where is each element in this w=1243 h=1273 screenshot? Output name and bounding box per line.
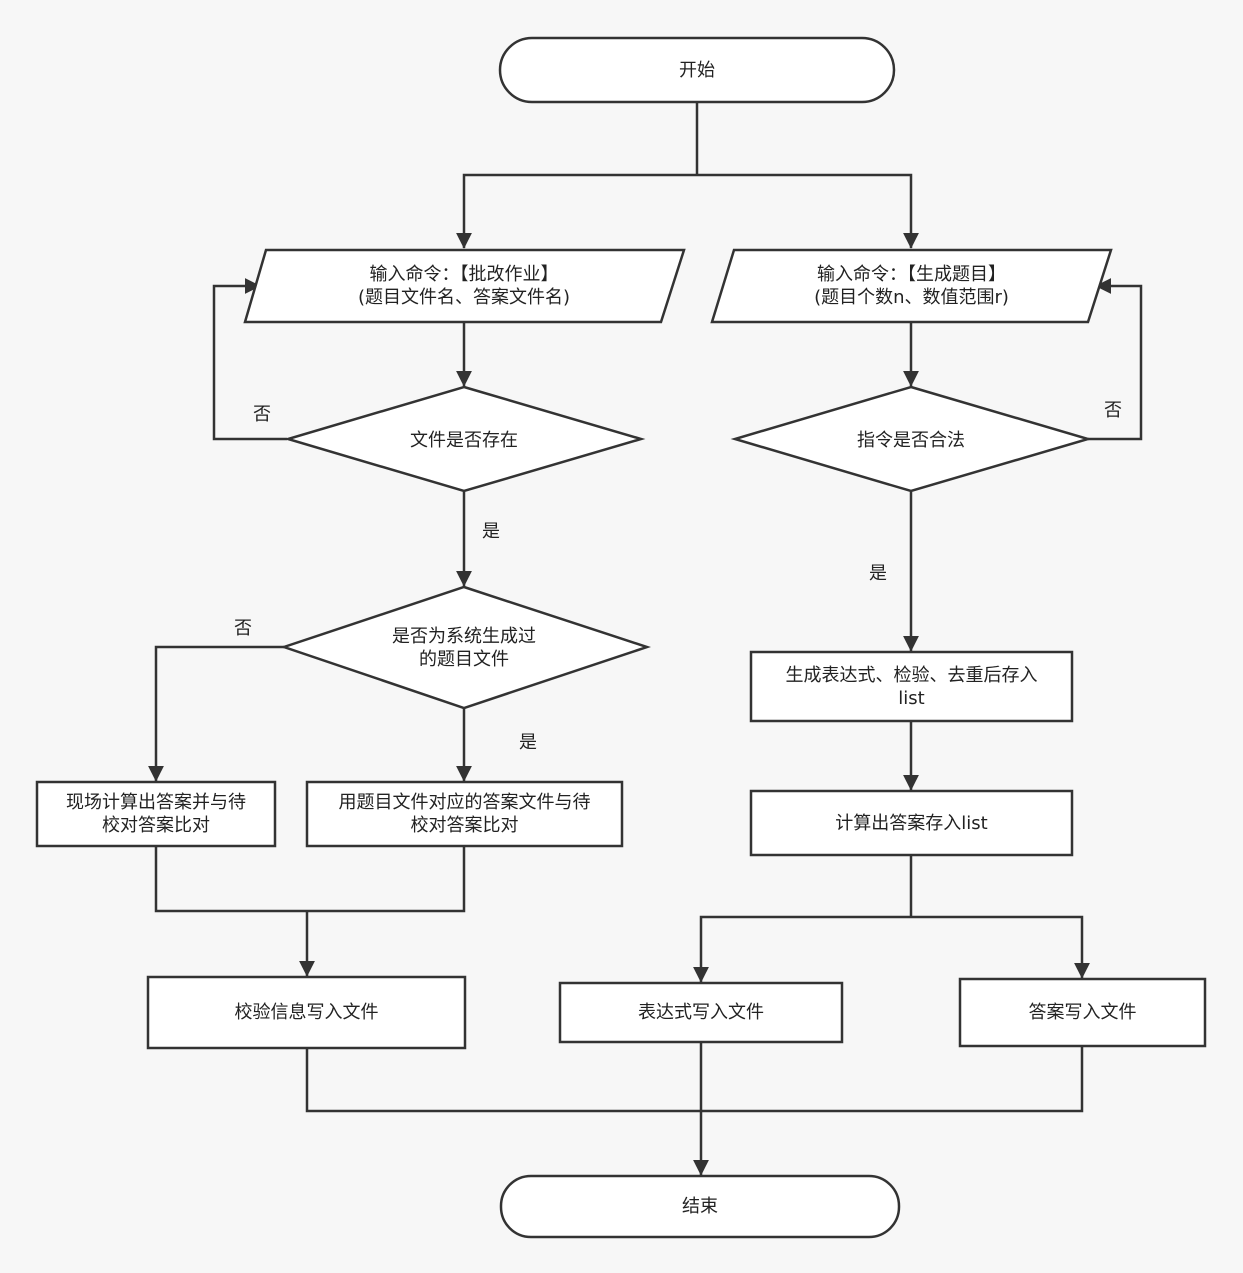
input-grade-label: 输入命令：【批改作业】 (题目文件名、答案文件名) bbox=[255, 250, 673, 322]
start-terminal bbox=[498, 36, 896, 104]
compute-compare-line-2: 校对答案比对 bbox=[102, 815, 210, 836]
end-label: 结束 bbox=[501, 1176, 899, 1237]
file-exists-label: 文件是否存在 bbox=[330, 415, 598, 465]
edge-split-to-input-grade bbox=[456, 173, 697, 249]
start-text: 开始 bbox=[679, 59, 715, 81]
edge-split-to-write-expr bbox=[693, 915, 911, 983]
edge-split-to-write-answer bbox=[911, 915, 1090, 979]
write-expr-label: 表达式写入文件 bbox=[560, 983, 842, 1042]
compute-answers-text: 计算出答案存入list bbox=[835, 812, 988, 834]
compute-answers-label: 计算出答案存入list bbox=[751, 791, 1072, 855]
end-terminal bbox=[499, 1174, 901, 1239]
use-answer-file-box bbox=[305, 780, 624, 848]
use-answer-file-label: 用题目文件对应的答案文件与待 校对答案比对 bbox=[307, 782, 622, 846]
write-answer-text: 答案写入文件 bbox=[1028, 1002, 1137, 1023]
write-check-box bbox=[146, 975, 467, 1050]
generate-expr-line-2: list bbox=[898, 687, 925, 709]
edge-command-valid-no-loop bbox=[1088, 278, 1143, 441]
command-valid-no-label: 否 bbox=[1104, 400, 1122, 421]
write-check-label: 校验信息写入文件 bbox=[148, 977, 465, 1048]
generate-expr-label: 生成表达式、检验、去重后存入 list bbox=[751, 652, 1072, 721]
compute-compare-box bbox=[35, 780, 277, 848]
generated-yes-label: 是 bbox=[519, 732, 537, 753]
nodes bbox=[35, 36, 1207, 1239]
edge-compute-compare-merge bbox=[154, 846, 466, 913]
write-answer-label: 答案写入文件 bbox=[960, 979, 1205, 1046]
compute-answers-box bbox=[749, 789, 1074, 857]
generate-expr-line-1: 生成表达式、检验、去重后存入 bbox=[785, 664, 1038, 686]
generated-by-system-diamond bbox=[280, 585, 651, 710]
edge-generated-no bbox=[148, 645, 284, 782]
end-text: 结束 bbox=[682, 1196, 718, 1217]
input-grade-line-1: 输入命令：【批改作业】 bbox=[369, 264, 559, 285]
file-exists-text: 文件是否存在 bbox=[410, 429, 518, 451]
file-exists-diamond bbox=[283, 385, 646, 493]
generated-no-label: 否 bbox=[234, 618, 252, 639]
write-expr-text: 表达式写入文件 bbox=[638, 1002, 764, 1023]
edge-split-to-input-generate bbox=[697, 173, 919, 249]
command-valid-label: 指令是否合法 bbox=[777, 415, 1045, 465]
write-expr-box bbox=[558, 981, 844, 1044]
input-generate-line-1: 输入命令：【生成题目】 bbox=[817, 264, 1006, 285]
command-valid-text: 指令是否合法 bbox=[857, 429, 965, 451]
edges bbox=[148, 103, 1143, 1176]
use-answer-file-line-2: 校对答案比对 bbox=[410, 815, 519, 836]
edge-file-exists-no-loop bbox=[212, 278, 287, 441]
generate-expr-box bbox=[749, 650, 1074, 723]
command-valid-yes-label: 是 bbox=[869, 563, 887, 584]
write-answer-box bbox=[958, 977, 1207, 1048]
input-generate-line-2: (题目个数n、数值范围r) bbox=[814, 287, 1009, 308]
compute-compare-label: 现场计算出答案并与待 校对答案比对 bbox=[37, 782, 275, 846]
compute-compare-line-1: 现场计算出答案并与待 bbox=[66, 792, 246, 813]
generated-line-2: 的题目文件 bbox=[419, 649, 509, 670]
command-valid-diamond bbox=[730, 385, 1093, 493]
input-generate-label: 输入命令：【生成题目】 (题目个数n、数值范围r) bbox=[723, 250, 1100, 322]
generated-line-1: 是否为系统生成过 bbox=[392, 626, 536, 647]
edge-ends-merge bbox=[305, 1046, 1084, 1113]
generated-by-system-label: 是否为系统生成过 的题目文件 bbox=[330, 622, 598, 674]
input-grade-line-2: (题目文件名、答案文件名) bbox=[357, 287, 571, 308]
write-check-text: 校验信息写入文件 bbox=[234, 1002, 379, 1023]
file-exists-no-label: 否 bbox=[253, 404, 271, 425]
input-grade-parallelogram bbox=[243, 248, 686, 324]
file-exists-yes-label: 是 bbox=[482, 521, 500, 542]
input-generate-parallelogram bbox=[710, 248, 1113, 324]
start-label: 开始 bbox=[500, 38, 894, 102]
use-answer-file-line-1: 用题目文件对应的答案文件与待 bbox=[338, 792, 591, 813]
